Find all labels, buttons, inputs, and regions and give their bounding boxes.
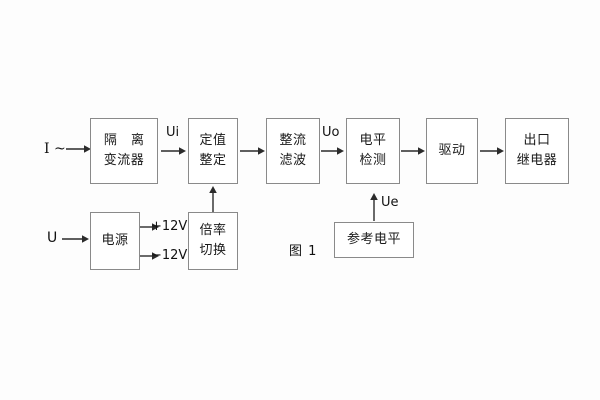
arrow-drive-to-output-relay [480, 146, 505, 156]
arrow-reference-level-to-level-detection [369, 192, 379, 222]
arrow-multiplier-switch-to-setting-value [208, 185, 218, 213]
block-level-detection: 电平 检测 [346, 118, 400, 184]
block-reference-level-line-1: 参考电平 [346, 232, 401, 248]
figure-caption: 图 1 [289, 244, 318, 259]
block-multiplier-switch-line-1: 倍率 [199, 223, 227, 239]
block-level-detection-line-2: 检测 [359, 153, 387, 168]
block-isolating-transformer: 隔 离 变流器 [90, 118, 158, 184]
block-multiplier-switch: 倍率 切换 [188, 212, 238, 270]
block-output-relay-line-1: 出口 [523, 133, 551, 149]
block-isolating-transformer-line-2: 变流器 [103, 153, 145, 168]
block-output-relay: 出口 继电器 [505, 118, 569, 184]
block-rectify-filter: 整流 滤波 [266, 118, 320, 184]
block-output-relay-line-2: 继电器 [516, 153, 558, 168]
arrow-rail-positive [140, 222, 160, 232]
arrow-rail-negative [140, 251, 160, 261]
block-rectify-filter-line-2: 滤波 [279, 153, 307, 168]
current-input-label: I ~ [44, 141, 66, 157]
block-setting-value: 定值 整定 [188, 118, 238, 184]
rail-negative-label: −12V [151, 248, 188, 263]
block-rectify-filter-line-1: 整流 [279, 133, 307, 149]
arrow-setting-value-to-rectify-filter [240, 146, 266, 156]
block-drive-line-1: 驱动 [438, 143, 466, 159]
signal-label-ue: Ue [381, 195, 399, 210]
arrow-current-to-isolating-transformer [66, 144, 92, 154]
arrow-voltage-to-power-supply [62, 234, 90, 244]
block-power-supply: 电源 [90, 212, 140, 270]
block-multiplier-switch-line-2: 切换 [199, 243, 227, 258]
voltage-input-label: U [47, 230, 58, 246]
block-power-supply-line-1: 电源 [101, 233, 129, 249]
block-level-detection-line-1: 电平 [359, 133, 387, 149]
block-reference-level: 参考电平 [334, 222, 414, 258]
arrow-level-detection-to-drive [401, 146, 426, 156]
arrow-rectify-filter-to-level-detection [321, 146, 345, 156]
rail-positive-label: +12V [151, 219, 188, 234]
block-setting-value-line-1: 定值 [199, 133, 227, 149]
signal-label-ui: Ui [166, 125, 180, 140]
block-drive: 驱动 [426, 118, 478, 184]
signal-label-uo: Uo [322, 125, 340, 140]
arrow-isolating-transformer-to-setting-value [161, 146, 187, 156]
block-setting-value-line-2: 整定 [199, 153, 227, 168]
block-isolating-transformer-line-1: 隔 离 [103, 133, 150, 149]
